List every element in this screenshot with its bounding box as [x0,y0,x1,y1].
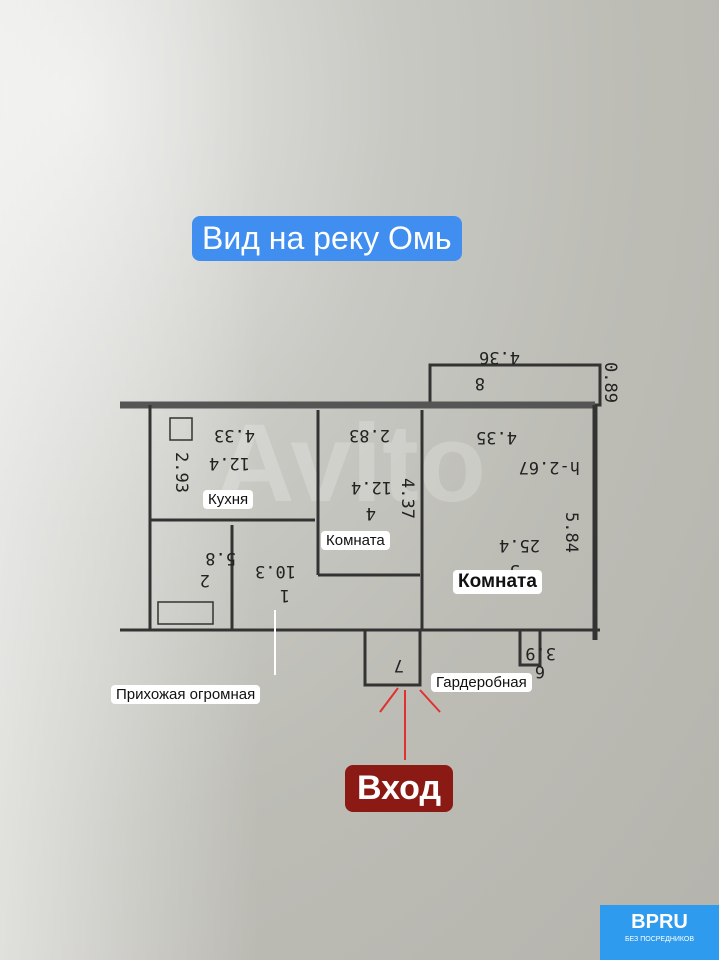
view-title: Вид на реку Омь [192,216,462,261]
badge-brand: BPRU [631,911,688,933]
area-bathroom: 5.8 [205,548,236,568]
balcony [428,363,602,407]
room-number-6: 6 [535,661,545,681]
label-kitchen: Кухня [203,490,254,509]
entrance-arrowhead [379,687,441,713]
closet [518,628,542,667]
label-room-small: Комната [321,531,390,550]
dim-balcony-width: 4.36 [479,347,520,367]
dim-room5-depth: 5.84 [561,512,581,553]
watermark: Avito [215,402,486,525]
light-glare [0,0,260,960]
room-number-2: 2 [200,570,210,590]
badge-tagline: БЕЗ ПОСРЕДНИКОВ [624,936,695,943]
bathtub-icon [157,601,214,625]
dim-room4-width: 2.83 [349,425,390,445]
dim-balcony-depth: 0.89 [600,362,620,403]
wardrobe-room [363,628,422,687]
area-closet: 3.9 [525,643,556,663]
dim-kitchen-depth: 2.93 [171,452,191,493]
area-hallway: 10.3 [255,561,296,581]
dim-room5-width: 4.35 [476,427,517,447]
dim-room4-depth: 4.37 [397,478,417,519]
dim-kitchen-width: 4.33 [214,425,255,445]
room-number-1: 1 [280,585,290,605]
area-room5: 25.4 [499,535,540,555]
label-wardrobe: Гардеробная [431,673,532,692]
label-hallway: Прихожая огромная [111,685,261,704]
area-room4: 12.4 [351,477,392,497]
ceiling-height: h-2.67 [519,457,580,477]
label-room-large: Комната [453,570,542,594]
room-number-8: 8 [475,373,485,393]
room-number-4: 4 [366,503,376,523]
bpru-badge: BPRU БЕЗ ПОСРЕДНИКОВ [600,905,719,960]
stove-icon [169,417,193,441]
area-kitchen: 12.4 [209,453,250,473]
label-entrance: Вход [345,765,454,812]
room-number-7: 7 [394,655,404,675]
